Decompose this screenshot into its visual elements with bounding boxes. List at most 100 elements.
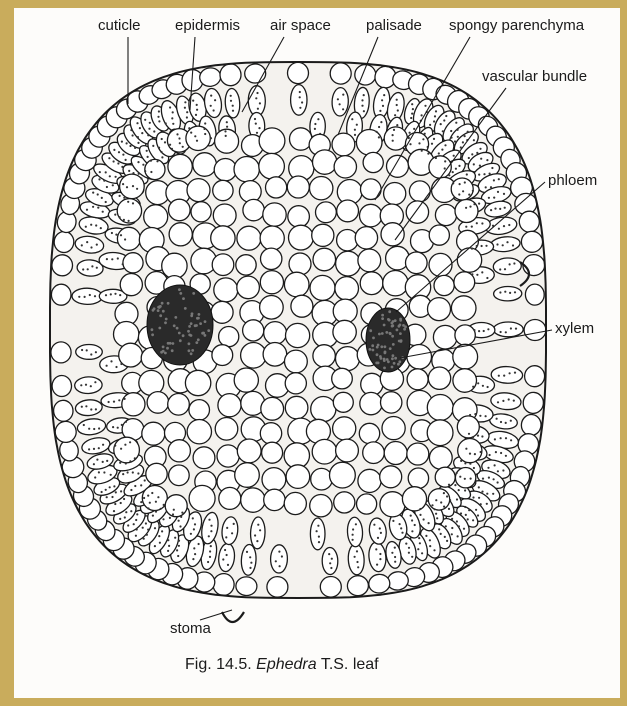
parenchyma-cell (384, 442, 407, 465)
chloroplast-dot (510, 439, 512, 441)
chloroplast-dot (118, 399, 120, 401)
chloroplast-dot (198, 543, 200, 545)
chloroplast-dot (451, 518, 453, 520)
chloroplast-dot (96, 267, 98, 269)
chloroplast-dot (363, 94, 365, 96)
chloroplast-dot (391, 552, 393, 554)
chloroplast-dot (502, 400, 504, 402)
chloroplast-dot (317, 118, 319, 120)
chloroplast-dot (429, 124, 431, 126)
chloroplast-dot (95, 351, 97, 353)
chloroplast-dot (172, 513, 174, 515)
chloroplast-dot (196, 104, 198, 106)
parenchyma-cell (147, 392, 169, 414)
chloroplast-dot (456, 498, 458, 500)
chloroplast-dot (162, 518, 164, 520)
parenchyma-cell (237, 439, 261, 463)
parenchyma-cell (313, 345, 335, 367)
chloroplast-dot (232, 105, 234, 107)
chloroplast-dot (90, 246, 92, 248)
chloroplast-dot (483, 173, 485, 175)
chloroplast-dot (128, 220, 130, 222)
chloroplast-dot (469, 463, 471, 465)
chloroplast-dot (440, 123, 442, 125)
chloroplast-dot (109, 175, 111, 177)
xylem-vessel-dot (182, 334, 185, 337)
chloroplast-dot (194, 553, 196, 555)
chloroplast-dot (114, 503, 116, 505)
chloroplast-dot (429, 545, 431, 547)
chloroplast-dot (81, 244, 83, 246)
chloroplast-dot (106, 258, 108, 260)
chloroplast-dot (113, 149, 115, 151)
chloroplast-dot (505, 455, 507, 457)
chloroplast-dot (339, 103, 341, 105)
chloroplast-dot (129, 460, 131, 462)
chloroplast-dot (82, 268, 84, 270)
chloroplast-dot (417, 548, 419, 550)
chloroplast-dot (457, 535, 459, 537)
xylem-vessel-dot (184, 307, 187, 310)
epidermis-cell (522, 254, 545, 276)
xylem-vessel-dot (190, 352, 193, 355)
chloroplast-dot (443, 492, 445, 494)
xylem-vessel-dot (381, 332, 384, 335)
chloroplast-dot (485, 245, 487, 247)
chloroplast-dot (119, 462, 121, 464)
xylem-vessel-dot (165, 318, 168, 321)
chloroplast-dot (394, 547, 396, 549)
chloroplast-dot (361, 105, 363, 107)
parenchyma-cell (122, 393, 145, 416)
chloroplast-dot (422, 138, 424, 140)
chloroplast-dot (120, 448, 122, 450)
chloroplast-dot (352, 539, 354, 541)
chloroplast-dot (479, 415, 481, 417)
chloroplast-dot (505, 422, 507, 424)
parenchyma-cell (214, 159, 236, 181)
chloroplast-dot (513, 400, 515, 402)
chloroplast-dot (114, 214, 116, 216)
chloroplast-dot (419, 514, 421, 516)
parenchyma-cell (260, 296, 284, 320)
chloroplast-dot (506, 241, 508, 243)
epidermis-cell (524, 320, 546, 341)
chloroplast-dot (508, 224, 510, 226)
parenchyma-cell (211, 226, 235, 250)
palisade-cell (332, 87, 349, 116)
chloroplast-dot (392, 134, 394, 136)
parenchyma-cell (243, 320, 264, 341)
parenchyma-cell (433, 325, 457, 349)
chloroplast-dot (120, 234, 122, 236)
xylem-vessel-dot (152, 309, 155, 312)
chloroplast-dot (410, 117, 412, 119)
chloroplast-dot (401, 532, 403, 534)
parenchyma-cell (285, 350, 308, 373)
chloroplast-dot (481, 222, 483, 224)
chloroplast-dot (85, 384, 87, 386)
chloroplast-dot (490, 186, 492, 188)
chloroplast-dot (448, 174, 450, 176)
chloroplast-dot (225, 536, 227, 538)
chloroplast-dot (128, 170, 130, 172)
chloroplast-dot (500, 437, 502, 439)
chloroplast-dot (103, 180, 105, 182)
xylem-vessel-dot (169, 342, 172, 345)
chloroplast-dot (373, 524, 375, 526)
epidermis-cell (288, 62, 309, 83)
chloroplast-dot (361, 99, 363, 101)
xylem-vessel-dot (192, 292, 195, 295)
epidermis-cell (219, 63, 241, 86)
chloroplast-dot (485, 186, 487, 188)
chloroplast-dot (508, 398, 510, 400)
chloroplast-dot (169, 144, 171, 146)
chloroplast-dot (120, 490, 122, 492)
chloroplast-dot (317, 525, 319, 527)
stoma-pore (222, 612, 244, 622)
parenchyma-cell (189, 400, 210, 421)
xylem-vessel-dot (389, 332, 392, 335)
chloroplast-dot (318, 541, 320, 543)
xylem-vessel-dot (179, 339, 182, 342)
chloroplast-dot (481, 245, 483, 247)
chloroplast-dot (210, 545, 212, 547)
chloroplast-dot (90, 353, 92, 355)
